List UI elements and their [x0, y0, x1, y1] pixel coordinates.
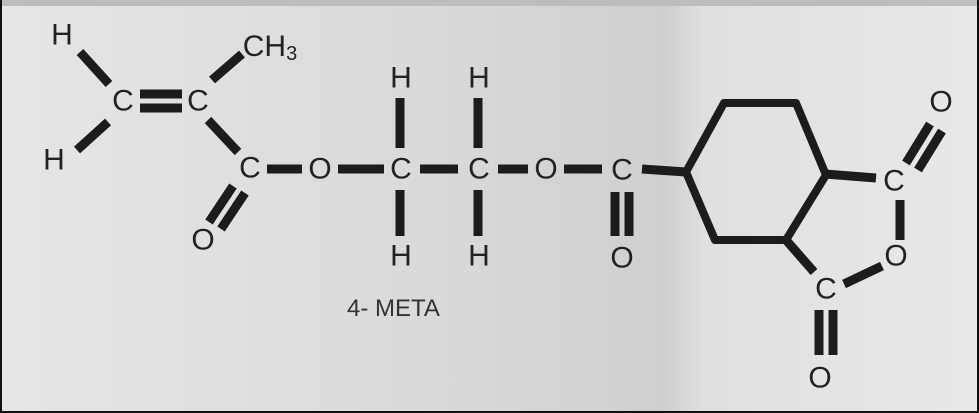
- bonds: [73, 48, 946, 355]
- atom-c4: C: [390, 153, 412, 186]
- atom-o-anhydride-bottom: O: [808, 362, 831, 395]
- atom-ch3: CH3: [243, 30, 297, 66]
- bond-c6-ring: [641, 164, 687, 177]
- bond-ring-c8: [782, 237, 818, 275]
- molecule-caption: 4- META: [347, 295, 440, 322]
- atom-c3: C: [239, 152, 261, 185]
- bond-ring-c7: [824, 169, 877, 183]
- bond-c2-c3: [204, 116, 242, 156]
- atom-o1: O: [308, 153, 331, 186]
- atom-h4a: H: [390, 62, 412, 95]
- atom-c5: C: [468, 153, 490, 186]
- atom-c6: C: [611, 154, 633, 187]
- atom-o-carbonyl-1: O: [191, 224, 214, 257]
- atom-o2: O: [534, 153, 557, 186]
- bond-c7-o-anhydride-top-b: [914, 128, 946, 173]
- bond-c3-o-carbonyl-b: [217, 190, 249, 232]
- atom-h1: H: [51, 19, 73, 52]
- atom-h5b: H: [468, 240, 490, 273]
- bond-c2-ch3: [209, 50, 245, 84]
- bond-h2-c1: [73, 118, 112, 154]
- atom-o-carbonyl-2: O: [610, 242, 633, 275]
- atom-c2: C: [187, 85, 209, 118]
- bond-o-ring-c8: [842, 261, 884, 289]
- atom-h4b: H: [390, 240, 412, 273]
- atom-h5a: H: [468, 62, 490, 95]
- benzene-ring: [682, 99, 830, 244]
- bond-c7-o-anhydride-top-a: [902, 121, 934, 166]
- atom-c8: C: [815, 273, 837, 306]
- atom-c1: C: [112, 85, 134, 118]
- bond-c3-o-carbonyl-a: [205, 183, 237, 225]
- atom-o-anhydride-top: O: [929, 86, 952, 119]
- atom-c7: C: [883, 165, 905, 198]
- atoms: H H C C CH3 C O O C H H C H H O C O C O …: [43, 19, 953, 395]
- atom-h2: H: [43, 144, 65, 177]
- atom-o-ring: O: [884, 240, 907, 273]
- bond-h1-c1: [76, 48, 113, 88]
